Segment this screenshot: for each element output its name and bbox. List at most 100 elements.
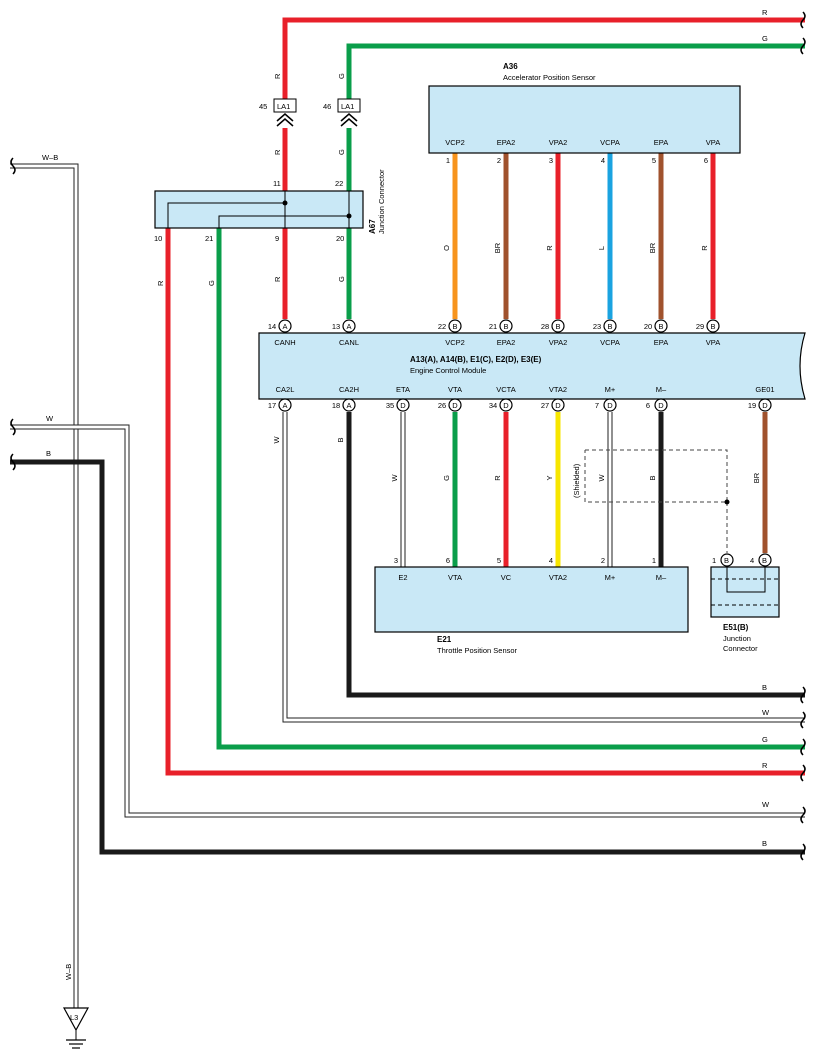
a36-pin-name: VPA2	[549, 138, 568, 147]
a67-r-upper: R	[273, 149, 282, 155]
wire-a67-10	[165, 228, 805, 776]
shielded-label: (Shielded)	[572, 463, 581, 498]
ecm-bottom-pin-num: 35	[386, 401, 394, 410]
a36-wire-color: O	[442, 245, 451, 251]
ecm-top-pin-num: 28	[541, 322, 549, 331]
e21-pin-name: M–	[656, 573, 667, 582]
ecm-bottom-wire-color: G	[442, 475, 451, 481]
e21-pin-num: 4	[549, 556, 553, 565]
e51-code: E51(B)	[723, 623, 749, 632]
a67-pin-10: 10	[154, 234, 162, 243]
e51-circles	[720, 553, 772, 567]
a67-w20-label: G	[337, 276, 346, 282]
ecm-bottom-pin-conn: A	[346, 401, 351, 410]
a36-pin-num: 2	[497, 156, 501, 165]
la1-45-pin: 45	[259, 102, 267, 111]
e51-pin-1: 1	[712, 556, 716, 565]
a36-pin-num: 4	[601, 156, 605, 165]
right-wire-label: R	[762, 761, 768, 770]
ground-code: L3	[70, 1013, 78, 1022]
ecm-bottom-wire-color: BR	[752, 472, 761, 483]
ecm-top-pin-name: VCPA	[600, 338, 620, 347]
left-wb-bottom: W–B	[64, 964, 73, 980]
la1-r-upper: R	[273, 73, 282, 79]
ecm-top-pin-conn: A	[282, 322, 287, 331]
ecm-bottom-pin-name: CA2L	[276, 385, 295, 394]
right-wire-label: B	[762, 683, 767, 692]
e21-pin-num: 1	[652, 556, 656, 565]
right-wire-label: W	[762, 708, 770, 717]
left-w-label: W	[46, 414, 54, 423]
a67-pin-9: 9	[275, 234, 279, 243]
a67-dot-g	[346, 213, 352, 219]
a36-code: A36	[503, 62, 518, 71]
e51-name-2: Connector	[723, 644, 758, 653]
wire-top-g	[346, 43, 805, 110]
e51-conn-1: B	[724, 556, 729, 565]
ecm-bottom-pin-num: 18	[332, 401, 340, 410]
e51-conn-4: B	[762, 556, 767, 565]
ecm-bottom-pin-num: 6	[646, 401, 650, 410]
wire-a67-21	[216, 228, 805, 750]
ecm-top-pin-num: 23	[593, 322, 601, 331]
a36-pin-name: VPA	[706, 138, 720, 147]
ecm-top-pin-conn: B	[452, 322, 457, 331]
ecm-top-pin-conn: B	[555, 322, 560, 331]
ecm-top-pin-num: 29	[696, 322, 704, 331]
a67-pin-22: 22	[335, 179, 343, 188]
ecm-bottom-wire-color: Y	[545, 475, 554, 480]
ecm-top-pin-name: CANH	[274, 338, 295, 347]
ecm-top-pin-name: VCP2	[445, 338, 465, 347]
a36-wire-color: BR	[648, 242, 657, 253]
label-top-r: R	[762, 8, 768, 17]
ecm-bottom-wire-color: B	[336, 437, 345, 442]
e21-name: Throttle Position Sensor	[437, 646, 518, 655]
a36-pin-name: VCP2	[445, 138, 465, 147]
ecm-bottom-pin-name: CA2H	[339, 385, 359, 394]
wire-ca2l	[282, 412, 805, 723]
a67-name: Junction Connector	[377, 169, 386, 234]
ecm-top-circles	[278, 319, 720, 333]
a36-wire-color: BR	[493, 242, 502, 253]
e21-pin-name: VC	[501, 573, 512, 582]
ecm-top-pin-conn: B	[658, 322, 663, 331]
a36-pin-name: EPA2	[497, 138, 516, 147]
ecm-bottom-pin-num: 19	[748, 401, 756, 410]
e21-pin-name: VTA	[448, 573, 462, 582]
ecm-bottom-pin-name: GE01	[755, 385, 774, 394]
a36-pin-num: 5	[652, 156, 656, 165]
ecm-top-pin-name: VPA2	[549, 338, 568, 347]
a67-w21-label: G	[207, 280, 216, 286]
wire-ca2h	[346, 412, 805, 698]
a36-pin-name: VCPA	[600, 138, 620, 147]
e51-name-1: Junction	[723, 634, 751, 643]
la1-g-upper: G	[337, 73, 346, 79]
a67-pin-20: 20	[336, 234, 344, 243]
ecm-bottom-pin-num: 26	[438, 401, 446, 410]
ecm-bottom-pin-num: 17	[268, 401, 276, 410]
left-b-label: B	[46, 449, 51, 458]
wire-top-r	[282, 17, 805, 110]
ecm-top-pin-num: 22	[438, 322, 446, 331]
ecm-top-pin-name: EPA2	[497, 338, 516, 347]
shield-outline	[584, 449, 728, 553]
ecm-top-pin-conn: B	[607, 322, 612, 331]
ecm-bottom-pin-name: M+	[605, 385, 616, 394]
e21-pin-num: 5	[497, 556, 501, 565]
a67-code: A67	[368, 219, 377, 234]
la1-connector-46	[337, 98, 361, 127]
ecm-top-pin-conn: B	[503, 322, 508, 331]
left-wb-label: W–B	[42, 153, 58, 162]
e51-internal	[711, 567, 779, 606]
ecm-bottom-pin-name: VTA	[448, 385, 462, 394]
a67-pin-11: 11	[273, 179, 281, 188]
ecm-top-pin-num: 13	[332, 322, 340, 331]
e51-pin-4: 4	[750, 556, 754, 565]
ecm-bottom-wire-color: W	[597, 474, 606, 482]
a67-dot-r	[282, 200, 288, 206]
